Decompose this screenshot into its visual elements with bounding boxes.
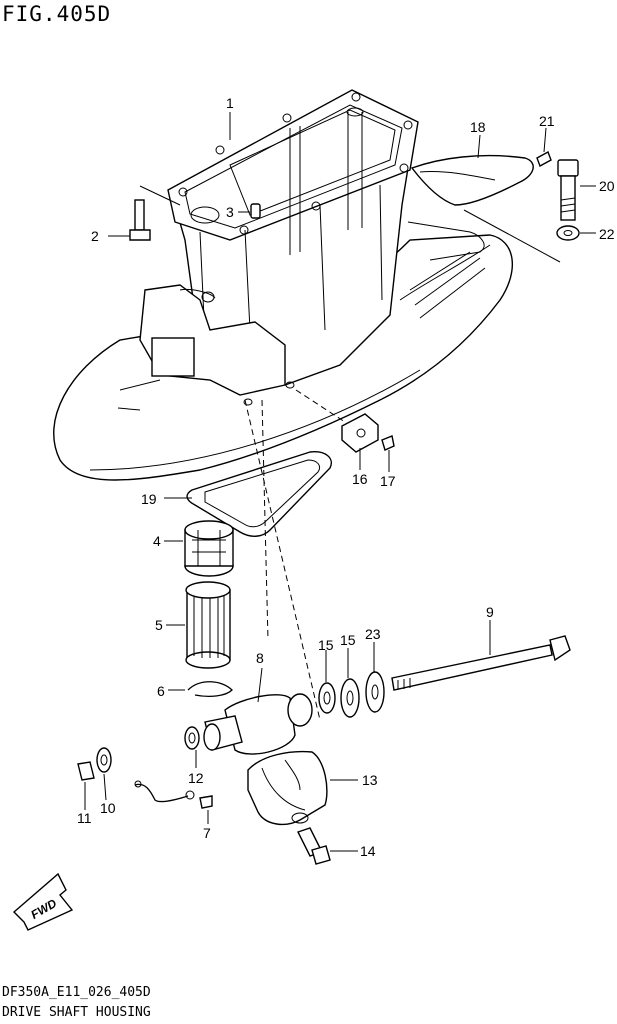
callout-2: 2: [91, 228, 99, 244]
mount-cover-13: [247, 750, 328, 826]
lower-mount-8: [203, 693, 313, 755]
callout-labels: 1 2 3 4 5 6 7 8 9 10 11 12 13 14 15 15 1…: [77, 95, 615, 859]
callout-16: 16: [352, 471, 368, 487]
callout-4: 4: [153, 533, 161, 549]
bolt-14: [297, 827, 331, 865]
ground-wire: [134, 780, 195, 803]
leader-lines: [84, 112, 596, 852]
block-16: [341, 413, 379, 453]
washer-23: [365, 671, 385, 713]
callout-14: 14: [360, 843, 376, 859]
washer-12: [184, 726, 200, 750]
nut-11: [77, 761, 95, 781]
spacer-15a: [318, 682, 336, 714]
screw-21: [536, 150, 552, 168]
figure-title: FIG.405D: [2, 2, 112, 26]
fwd-arrow-icon: FWD: [12, 872, 74, 931]
figure-code: DF350A_E11_026_405D: [2, 985, 151, 1000]
callout-13: 13: [362, 772, 378, 788]
callout-15b: 15: [340, 632, 356, 648]
clip-6: [187, 681, 233, 697]
callout-12: 12: [188, 770, 204, 786]
callout-7: 7: [203, 825, 211, 841]
spacer-15b: [340, 678, 360, 718]
rear-cover: [410, 154, 534, 206]
callout-5: 5: [155, 617, 163, 633]
filter-5: [185, 581, 231, 669]
bolt-20: [557, 159, 579, 221]
callout-3: 3: [226, 204, 234, 220]
screw-17: [381, 435, 395, 451]
callout-15a: 15: [318, 637, 334, 653]
callout-20: 20: [599, 178, 615, 194]
callout-19: 19: [141, 491, 157, 507]
callout-11: 11: [77, 810, 92, 826]
screw-7: [199, 795, 213, 809]
bolt-2: [129, 199, 151, 241]
callout-10: 10: [100, 800, 116, 816]
figure-caption: DRIVE SHAFT HOUSING: [2, 1005, 151, 1020]
callout-22: 22: [599, 226, 615, 242]
washer-10: [96, 747, 112, 773]
callout-23: 23: [365, 626, 381, 642]
callout-17: 17: [380, 473, 396, 489]
callout-21: 21: [539, 113, 555, 129]
drive-shaft-housing: [53, 89, 514, 481]
dowel-pin-3: [250, 203, 261, 219]
callout-8: 8: [256, 650, 264, 666]
long-bolt-9: [391, 635, 571, 691]
callout-1: 1: [226, 95, 234, 111]
callout-6: 6: [157, 683, 165, 699]
callout-18: 18: [470, 119, 486, 135]
mount-rubber-4: [184, 520, 234, 577]
washer-22: [556, 225, 580, 241]
callout-9: 9: [486, 604, 494, 620]
